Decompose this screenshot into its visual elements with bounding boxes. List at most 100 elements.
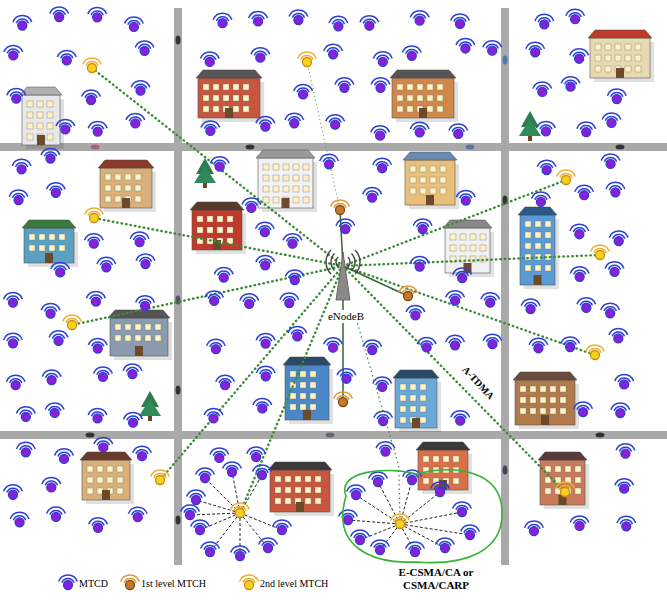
building-window [203,106,209,112]
mtcd-icon [537,160,556,174]
building-window [273,186,279,192]
building-window [227,227,233,233]
building-window [59,234,65,240]
dashed-spoke [205,478,240,513]
building-roof [588,30,652,38]
mtcd-icon [451,14,470,28]
building-window [427,106,433,112]
building-window [410,384,416,390]
building-window [595,66,601,72]
building-window [605,44,611,50]
device-dot [261,122,270,131]
mtcd-icon [88,408,107,422]
mtcd-icon [376,442,395,456]
building-body [270,470,330,512]
building-window [400,417,406,423]
building-door [303,410,311,420]
building-window [397,95,403,101]
device-dot [486,298,495,307]
mtcd-icon [131,81,150,95]
device-dot [606,309,615,318]
building-window [545,265,551,271]
device-dot [606,159,615,168]
enodeb-tower [326,250,360,300]
building-window [293,175,299,181]
device-dot [136,86,145,95]
device-dot [611,188,620,197]
building-window [273,164,279,170]
mtcd-icon [249,11,268,25]
mtcd-icon [285,113,304,127]
mtcd-icon [136,254,155,268]
building-window [530,397,536,403]
device-icons [4,7,636,560]
building-icon [513,372,579,429]
building-window [410,188,416,194]
mtcd-icon [240,294,259,308]
mtch-level2-icon [85,208,104,222]
device-dot [205,57,214,66]
mtcd-icon [371,126,390,140]
device-dot [456,416,465,425]
device-dot [612,95,621,104]
device-dot [290,275,299,284]
car [596,433,605,438]
mtcd-icon [10,512,29,526]
mtcd-icon [410,257,429,271]
device-dot [258,404,267,413]
building-window [423,478,429,484]
building-window [47,112,53,118]
building-roof [403,152,457,160]
building-window [155,335,161,341]
mtcd-icon [369,472,388,486]
device-dot [18,21,27,30]
building-window [310,371,316,377]
device-dot [218,19,227,28]
building-roof [283,357,331,365]
device-dot [131,119,140,128]
device-dot [128,370,137,379]
building-window [197,227,203,233]
building-icon [518,207,559,289]
building-roof [108,310,170,318]
device-dot [9,51,18,60]
tree-crown [194,166,216,183]
road-group [0,8,667,565]
device-dot [192,496,201,505]
device-dot [256,53,265,62]
building-body [258,158,313,208]
mtcd-icon [181,505,200,519]
device-dot [94,523,103,532]
building-window [87,477,93,483]
building-window [39,245,45,251]
mtcd-icon [363,340,382,354]
building-window [29,245,35,251]
building-window [290,404,296,410]
mtcd-icon [50,7,69,21]
mtcd-icon [483,41,502,55]
building-body [192,210,242,250]
building-window [595,55,601,61]
mtcd-icon [451,411,470,425]
mtcd-icon [521,299,540,313]
building-window [625,66,631,72]
device-dot [51,512,60,521]
mtcd-icon [611,403,630,417]
building-window [410,177,416,183]
device-dot [278,526,287,535]
building-roof [393,370,439,378]
building-window [290,371,296,377]
mtcd-icon [133,446,152,460]
building-window [615,55,621,61]
device-dot [285,299,294,308]
region-outline [343,470,502,563]
building-body [520,215,555,285]
device-dot [87,95,96,104]
mtcd-icon [566,9,585,23]
device-dot [407,51,416,60]
mtcd-icon [324,338,343,352]
device-dot [211,345,220,354]
building-window [303,175,309,181]
